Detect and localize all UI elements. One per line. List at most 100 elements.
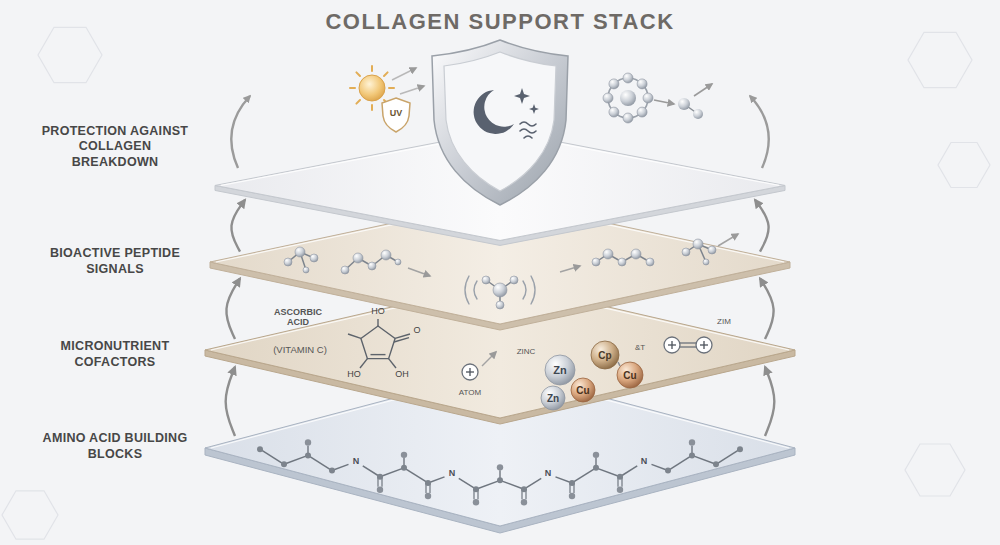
flow-arrow: [755, 200, 769, 252]
chain-bond: [260, 449, 284, 464]
atom-symbol: N: [545, 469, 552, 479]
chain-atom: [497, 464, 503, 470]
stack-layer: PROTECTION AGAINST COLLAGEN BREAKDOWN: [40, 120, 789, 249]
ascorbic-acid-structure: [348, 319, 410, 368]
chain-atom: [305, 439, 311, 445]
chain-atom: [329, 468, 335, 474]
element-symbol: Cu: [576, 385, 589, 396]
cofactor-atoms: [462, 337, 712, 410]
chain-bond: [308, 455, 332, 470]
layer-label: AMINO ACID BUILDING BLOCKS: [40, 431, 190, 462]
chain-bond: [404, 468, 428, 483]
element-symbol: Zn: [553, 364, 566, 376]
ring-molecule: [603, 73, 712, 123]
plate-highlight: [221, 132, 779, 185]
atom-symbol: OH: [395, 370, 409, 380]
layer-label-box: AMINO ACID BUILDING BLOCKS: [40, 431, 190, 462]
chain-atom: [257, 446, 263, 452]
atom-symbol: N: [353, 457, 360, 467]
chain-atom: [737, 446, 743, 452]
plate-edge: [205, 350, 795, 424]
chain-atom: [593, 452, 599, 458]
chain-atom: [497, 477, 503, 483]
element-name: &T: [635, 344, 645, 353]
chain-atom: [689, 452, 695, 458]
plate-edge: [215, 185, 785, 245]
layer-label-box: PROTECTION AGAINST COLLAGEN BREAKDOWN: [40, 124, 190, 171]
chain-atom: [473, 499, 479, 505]
chain-atom: [473, 486, 479, 492]
chain-atom: [425, 493, 431, 499]
compound-name: (VITAMIN C): [273, 345, 327, 355]
atom-symbol: HO: [371, 307, 385, 317]
chain-atom: [377, 487, 383, 493]
chain-bond: [380, 468, 404, 477]
plate-highlight: [211, 284, 789, 350]
chain-atom: [569, 480, 575, 486]
flow-arrow: [765, 367, 774, 436]
plate-edge: [210, 262, 790, 330]
chain-atom: [401, 452, 407, 458]
chain-atom: [569, 493, 575, 499]
stack-layer: MICRONUTRIENT COFACTORS: [40, 278, 799, 428]
atom-symbol: N: [449, 469, 456, 479]
chain-bond: [692, 455, 716, 464]
chain-atom: [521, 486, 527, 492]
chain-bond: [363, 466, 380, 477]
layer-label: BIOACTIVE PEPTIDE SIGNALS: [40, 246, 190, 277]
chain-bond: [476, 480, 500, 489]
layer-plate: [40, 196, 794, 334]
peptide-molecules: [284, 234, 738, 309]
amino-chain: [257, 439, 743, 505]
chain-bond: [596, 468, 620, 477]
plate-face: [205, 370, 795, 526]
uv-shield: [382, 98, 410, 132]
chain-atom: [305, 452, 311, 458]
chain-atom: [281, 461, 287, 467]
element-name: ATOM: [459, 389, 481, 398]
element-symbol: Zn: [547, 393, 559, 404]
layer-plate: [40, 120, 789, 249]
plate-highlight: [216, 202, 784, 262]
layer-label-box: BIOACTIVE PEPTIDE SIGNALS: [40, 246, 190, 277]
layer-plate: [40, 366, 799, 537]
stack-layer: BIOACTIVE PEPTIDE SIGNALS: [40, 196, 794, 334]
ray-arrows: [392, 68, 424, 94]
uv-label: UV: [390, 109, 403, 119]
chain-bond: [716, 449, 740, 464]
atom-symbol: N: [641, 457, 648, 467]
chain-bond: [668, 455, 692, 470]
flow-arrow: [226, 278, 240, 339]
plate-edge: [205, 448, 795, 533]
plate-face: [210, 200, 790, 324]
chain-bond: [500, 480, 524, 489]
stack-layer: AMINO ACID BUILDING BLOCKS: [40, 366, 799, 537]
plate-face: [205, 282, 795, 418]
atom-symbol: O: [413, 326, 420, 336]
flow-arrow: [760, 278, 774, 339]
plate-face: [215, 130, 785, 240]
layer-label-box: MICRONUTRIENT COFACTORS: [40, 339, 190, 370]
plate-highlight: [211, 372, 789, 448]
chain-atom: [401, 465, 407, 471]
chain-bond: [572, 468, 596, 483]
atom-symbol: HO: [347, 370, 361, 380]
chain-atom: [593, 465, 599, 471]
compound-name: ASCORBIC ACID: [270, 308, 326, 328]
layer-label: PROTECTION AGAINST COLLAGEN BREAKDOWN: [40, 124, 190, 171]
element-name: ZIM: [717, 318, 731, 327]
flow-arrow: [226, 367, 235, 436]
element-name: ZINC: [517, 348, 536, 357]
layer-label: MICRONUTRIENT COFACTORS: [40, 339, 190, 370]
background-hexagons: [2, 27, 990, 539]
chain-atom: [377, 474, 383, 480]
element-symbol: Cu: [623, 370, 636, 381]
chain-bond: [284, 455, 308, 464]
chain-bond: [620, 466, 637, 477]
chain-atom: [665, 468, 671, 474]
chain-atom: [713, 461, 719, 467]
chain-atom: [521, 499, 527, 505]
chain-atom: [617, 474, 623, 480]
